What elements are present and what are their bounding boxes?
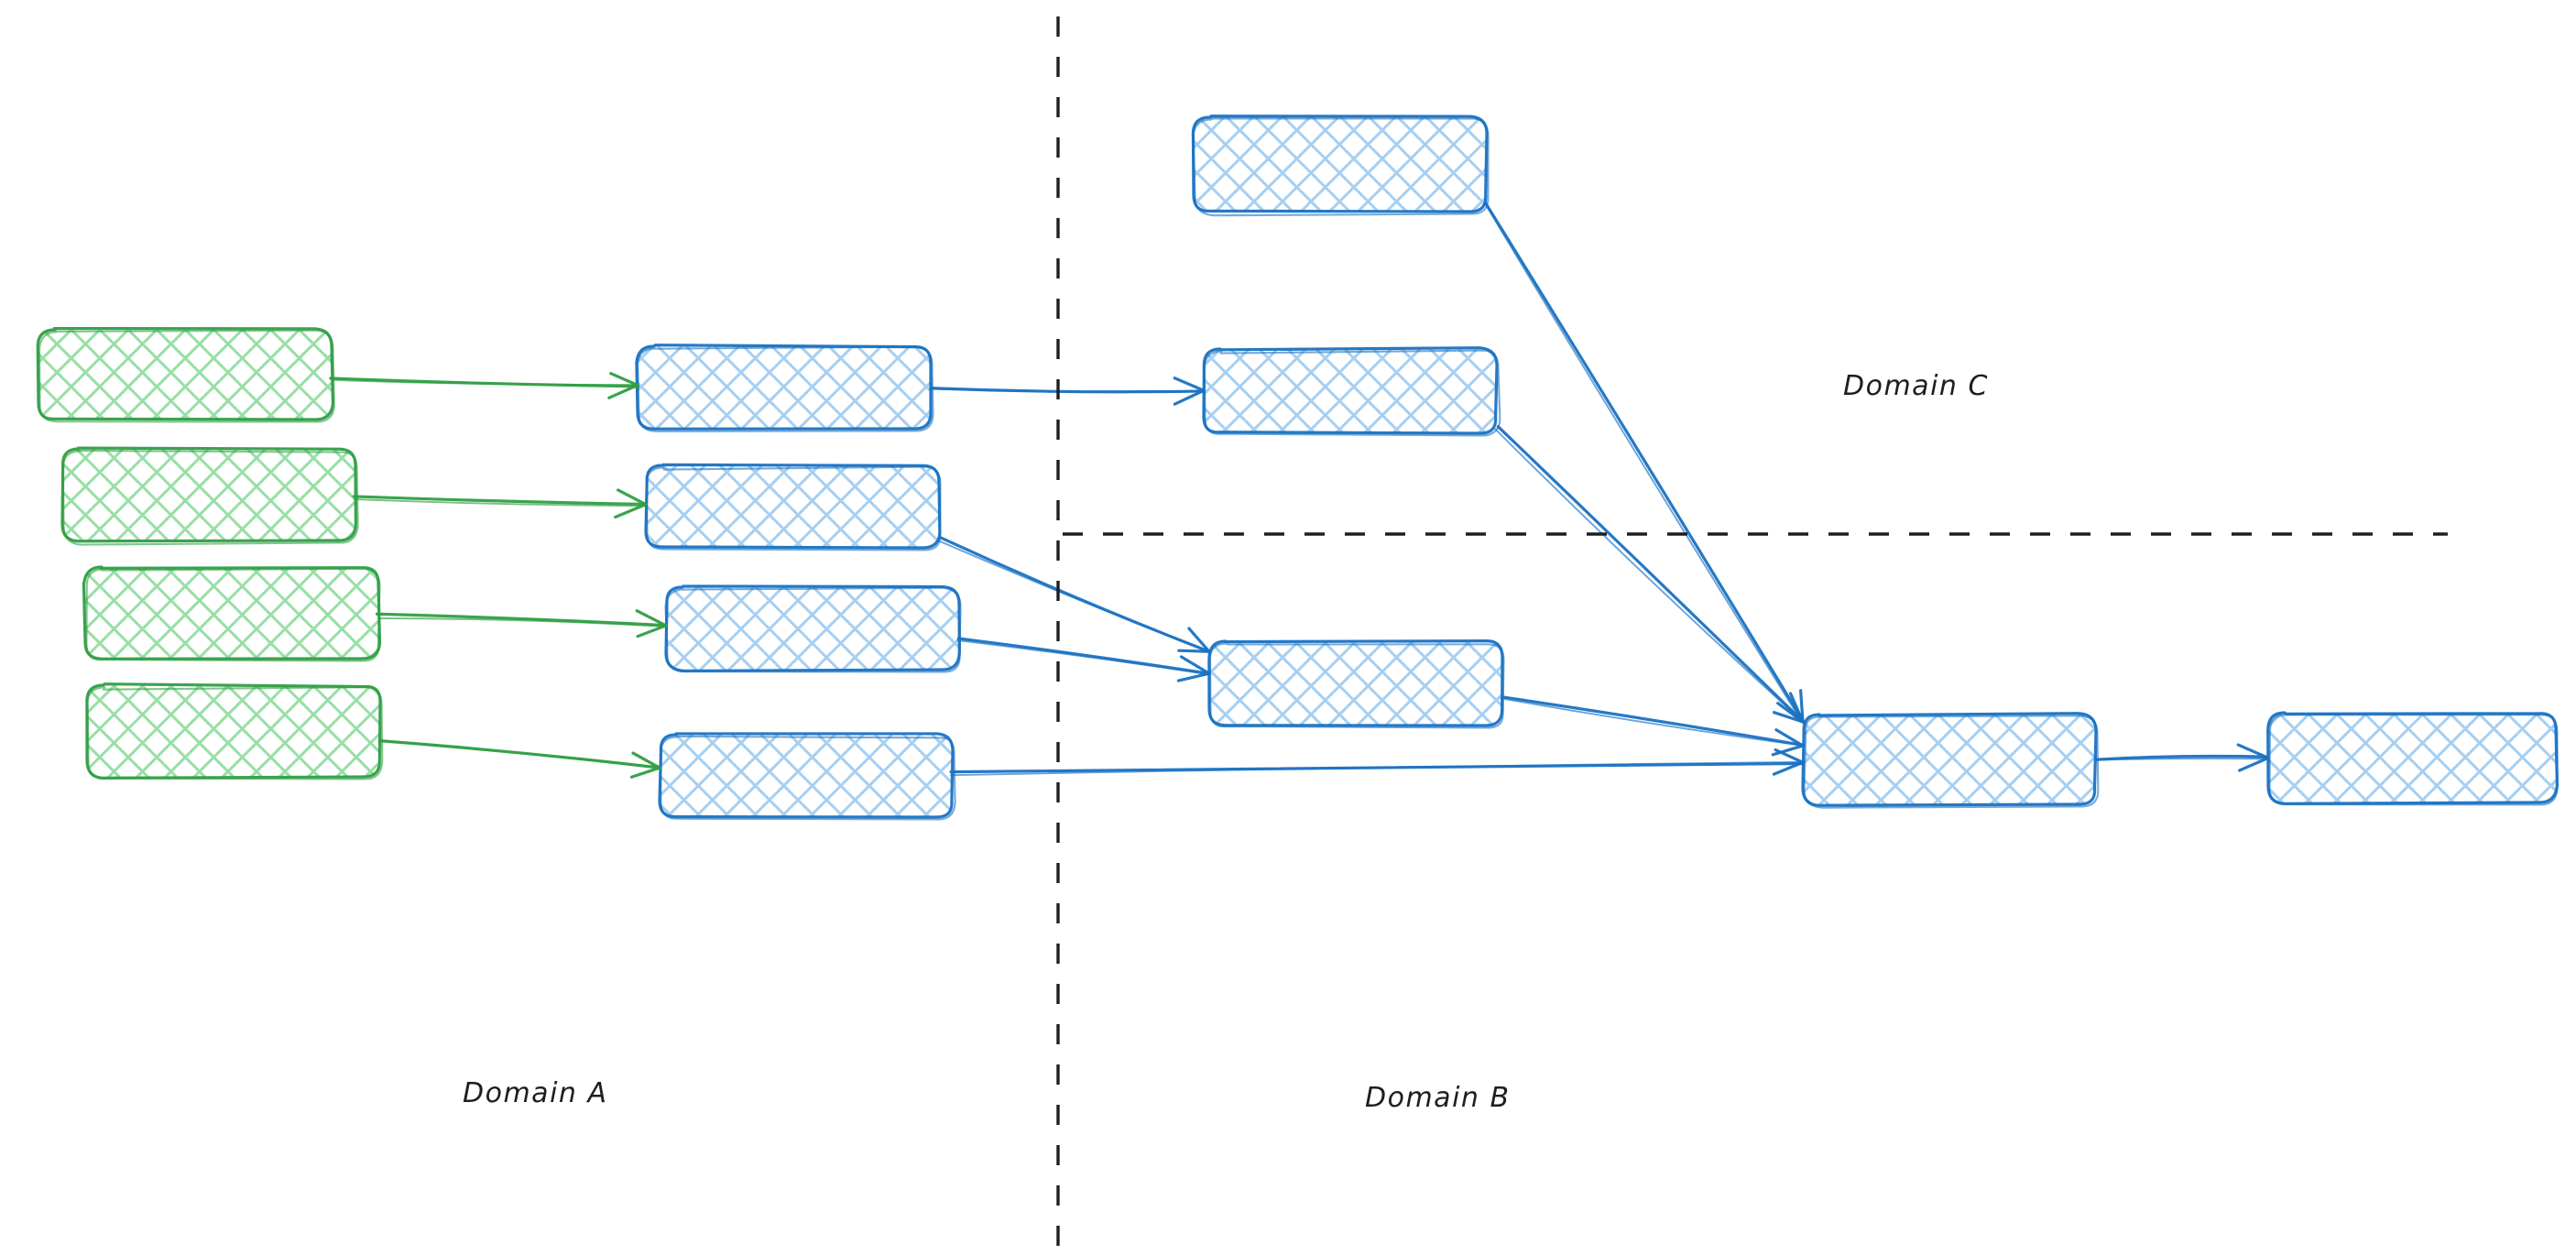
- nodes-layer: [36, 115, 2559, 821]
- edge-e10[interactable]: [1494, 425, 1806, 724]
- domain-a-label: Domain A: [463, 1077, 608, 1109]
- edge-e4[interactable]: [377, 739, 662, 779]
- edge-e9[interactable]: [1484, 201, 1806, 725]
- edge-e12[interactable]: [2094, 743, 2270, 772]
- edge-e5[interactable]: [929, 376, 1206, 406]
- edge-e7[interactable]: [956, 637, 1211, 682]
- node-c2[interactable]: [1202, 346, 1501, 437]
- edge-e6[interactable]: [937, 536, 1211, 653]
- node-b1[interactable]: [635, 344, 934, 432]
- edges-layer: [329, 201, 2270, 779]
- node-c1[interactable]: [1191, 115, 1490, 217]
- node-b2[interactable]: [644, 463, 942, 551]
- node-d1[interactable]: [1801, 712, 2100, 809]
- edge-e1[interactable]: [329, 372, 640, 399]
- node-b4[interactable]: [658, 732, 956, 821]
- node-a1[interactable]: [36, 326, 335, 423]
- node-b3[interactable]: [664, 584, 962, 673]
- edge-e2[interactable]: [352, 488, 648, 519]
- node-a4[interactable]: [85, 682, 384, 780]
- domain-b-label: Domain B: [1365, 1082, 1511, 1114]
- edge-e11[interactable]: [1500, 695, 1806, 757]
- edge-e3[interactable]: [375, 609, 669, 638]
- node-a2[interactable]: [60, 446, 359, 546]
- node-c3[interactable]: [1207, 639, 1505, 729]
- dividers-layer: [1056, 16, 2448, 1255]
- domain-c-label: Domain C: [1843, 370, 1989, 402]
- node-a3[interactable]: [82, 565, 382, 662]
- edge-e8[interactable]: [949, 748, 1805, 777]
- node-d2[interactable]: [2266, 711, 2559, 806]
